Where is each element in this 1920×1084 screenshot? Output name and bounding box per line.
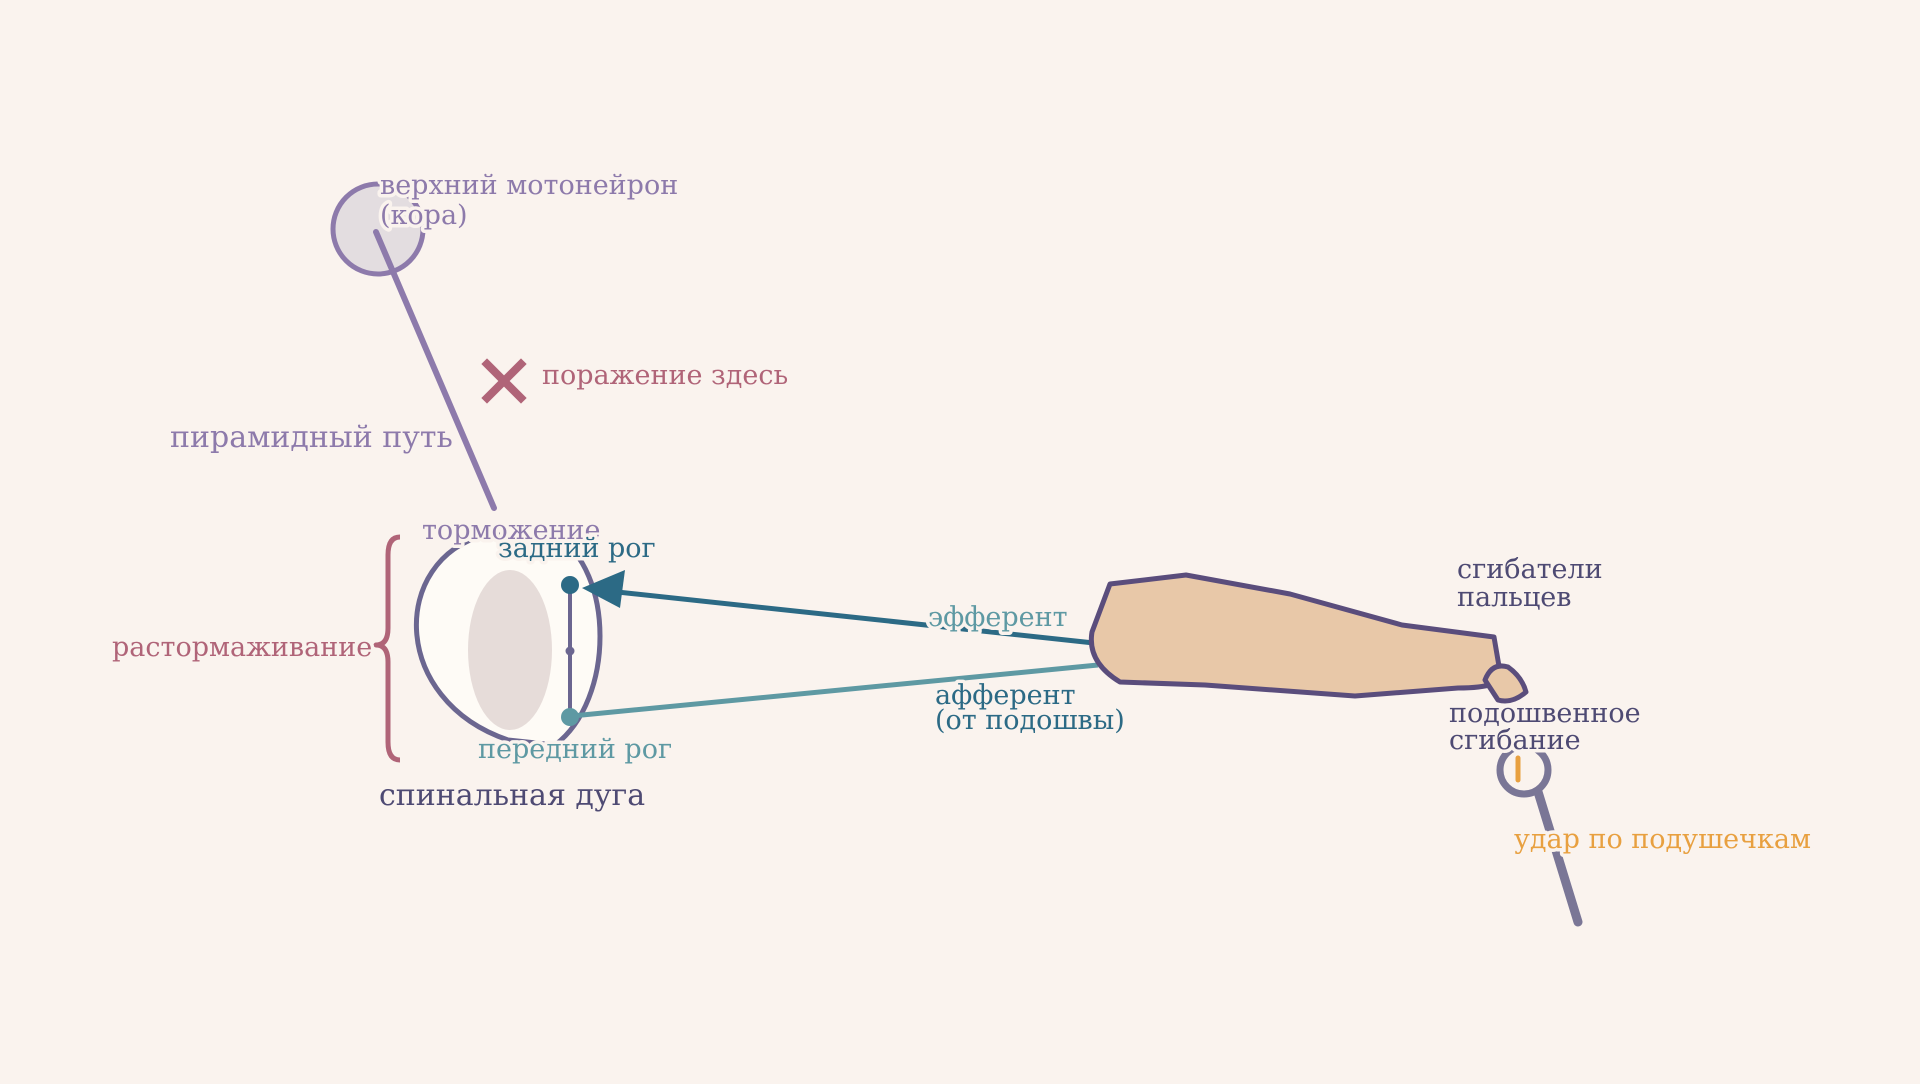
pyramidal-tract-line [373,229,497,511]
toe-flexors-label-line2: пальцев [1457,582,1572,613]
gray-matter [468,570,552,730]
anterior-horn-dot [561,708,579,726]
upper-neuron-label-line2: (кора) [380,200,468,231]
foot-shape [1088,572,1503,699]
pyramidal-tract-label: пирамидный путь [170,420,453,455]
upper-neuron-soma [330,181,426,277]
strike-label: удар по подушечкам [1514,824,1811,855]
hammer-handle [1530,777,1583,927]
spinal-cord-section [414,532,603,748]
hammer-head [1496,742,1552,798]
posterior-horn-dot [561,576,579,594]
anterior-horn-label: передний рог [478,734,672,765]
plantar-flexion-label-line2: сгибание [1449,725,1581,756]
afferent-label-line2: (от подошвы) [935,705,1125,736]
spinal-arc-label: спинальная дуга [379,778,645,813]
toe-tip [1482,663,1529,704]
cross-mark-icon [481,358,527,404]
posterior-horn-label: задний рог [498,533,656,564]
interneuron-dot [565,646,575,656]
plantar-flexion-label-line1: подошвенное [1449,698,1641,729]
upper-neuron-label-line1: верхний мотонейрон [380,170,678,201]
cross-stroke-2 [481,358,527,404]
efferent-path [607,588,1095,646]
disinhibition-label: растормаживание [112,632,372,663]
upper-motor-neuron [330,181,426,277]
lesion-label: поражение здесь [542,360,788,391]
disinhibition-brace [373,534,401,763]
efferent-arrowhead [582,570,625,608]
efferent-label: эфферент [928,602,1068,633]
toe-flexors-label-line1: сгибатели [1457,554,1603,585]
afferent-label-line1: афферент [935,680,1076,711]
reflex-hammer-icon [1496,742,1583,927]
inhibition-label: торможение [422,515,601,546]
afferent-path [571,662,1099,719]
